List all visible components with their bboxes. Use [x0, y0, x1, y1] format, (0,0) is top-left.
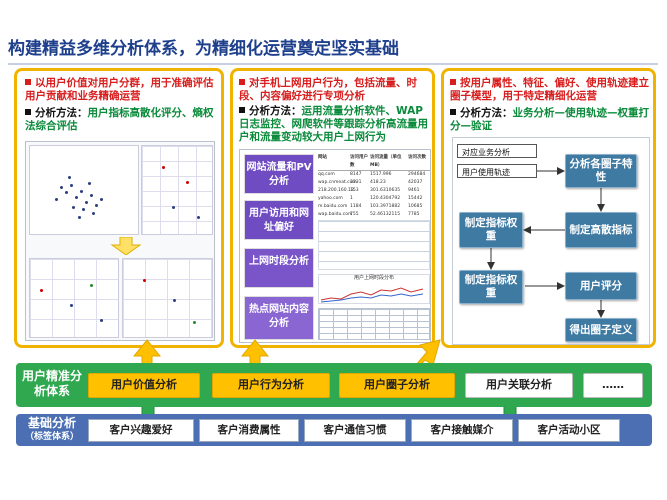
- table-row: 218.200.160.13 153 301.6310635 9461: [318, 188, 420, 193]
- table-row: m.baidu.com 1184 103.3971882 10685: [318, 204, 423, 209]
- fine-analysis-label: 用户精准分析体系: [22, 369, 83, 398]
- flow-usage-track: 用户使用轨迹: [457, 164, 537, 178]
- table-row: wap.baidu.com 755 52.46132115 7785: [318, 212, 420, 217]
- site-traffic-table: 网站 访问用户数 访问流量（单位MB） 访问次数 qq.com 8147 151…: [318, 154, 430, 217]
- title-divider: [8, 63, 658, 65]
- tag-interests[interactable]: 客户兴趣爱好: [88, 419, 194, 442]
- flow-business-analysis: 对应业务分析: [457, 144, 537, 158]
- bullet-square-icon: [450, 109, 456, 115]
- user-value-analysis-button[interactable]: 用户价值分析: [88, 373, 200, 398]
- arrow-icon: [110, 237, 142, 255]
- chart-title: 用户上网时段分布: [353, 275, 394, 281]
- tag-consumption-attributes[interactable]: 客户消费属性: [199, 419, 299, 442]
- flow-set-weights-2: 制定指标权重: [459, 270, 523, 304]
- panel3-point1: 按用户属性、特征、偏好、使用轨迹建立圈子模型，用于特定精细化运营: [450, 77, 649, 102]
- tag-app-url-preference: 用户访用和网址偏好: [244, 200, 314, 240]
- time-distribution-chart: 用户上网时段分布: [318, 274, 430, 304]
- panel2-method: 分析方法：运用流量分析软件、WAP日志监控、网爬软件等跟踪分析高流量用户和流量变…: [239, 105, 428, 143]
- panel1-point1: 以用户价值对用户分群，用于准确评估用户贡献和业务精确运营: [25, 77, 214, 102]
- bullet-square-icon: [239, 107, 245, 113]
- tag-time-period: 上网时段分析: [244, 248, 314, 288]
- page-title: 构建精益多维分析体系，为精细化运营奠定坚实基础: [8, 39, 399, 59]
- tag-hot-site-content: 热点网站内容分析: [244, 296, 314, 340]
- panel3-method: 分析方法：业务分析—使用轨迹—权重打分—验证: [450, 107, 649, 132]
- flow-circle-definition: 得出圈子定义: [565, 318, 637, 342]
- bullet-square-icon: [239, 79, 245, 85]
- user-association-analysis-button[interactable]: 用户关联分析: [465, 373, 573, 398]
- flow-analyze-circle-traits: 分析各圈子特性: [565, 154, 637, 188]
- table-row: wap.cnmeat.com 3331 418.23 42037: [318, 180, 423, 185]
- table-row: yahoo.com 1 120.4304792 15442: [318, 196, 423, 201]
- tag-traffic-pv: 网站流量和PV分析: [244, 154, 314, 194]
- fine-analysis-band: 用户精准分析体系 用户价值分析 用户行为分析 用户圈子分析 用户关联分析 ……: [16, 363, 652, 407]
- line-chart-thumbnail: [320, 287, 424, 303]
- tag-contact-media[interactable]: 客户接触媒介: [411, 419, 513, 442]
- tag-activity-area[interactable]: 客户活动小区: [518, 419, 620, 442]
- panel1-analysis-screenshot: [25, 141, 215, 341]
- user-circle-analysis-button[interactable]: 用户圈子分析: [339, 373, 455, 398]
- panel1-method: 分析方法：用户指标高散化评分、熵权法综合评估: [25, 107, 214, 132]
- url-preference-thumbnail: [318, 220, 430, 270]
- grid-matrix-thumbnail-left: [29, 258, 119, 338]
- hot-content-table-thumbnail: [318, 308, 430, 340]
- scatter-plot-thumbnail: [29, 145, 139, 235]
- base-analysis-band: 基础分析 （标签体系） 客户兴趣爱好 客户消费属性 客户通信习惯 客户接触媒介 …: [16, 414, 652, 446]
- base-analysis-label: 基础分析 （标签体系）: [24, 416, 79, 442]
- bullet-square-icon: [25, 109, 31, 115]
- user-behavior-analysis-button[interactable]: 用户行为分析: [212, 373, 330, 398]
- panel-user-value: 以用户价值对用户分群，用于准确评估用户贡献和业务精确运营 分析方法：用户指标高散…: [14, 68, 224, 348]
- bullet-square-icon: [25, 79, 31, 85]
- table-row: qq.com 8147 1517.996 294684: [318, 172, 426, 177]
- circle-model-flowchart: 对应业务分析 用户使用轨迹 分析各圈子特性 制定指标权重 制定高散指标 制定指标…: [452, 137, 650, 345]
- tag-communication-habits[interactable]: 客户通信习惯: [304, 419, 406, 442]
- more-analysis-button[interactable]: ……: [583, 373, 643, 398]
- flow-set-discrete-metrics: 制定高散指标: [565, 212, 637, 248]
- grid-chart-thumbnail: [141, 145, 213, 235]
- flow-connectors: [487, 167, 605, 318]
- panel-user-behavior: 对手机上网用户行为，包括流量、时段、内容偏好进行专项分析 分析方法：运用流量分析…: [230, 68, 435, 348]
- flow-set-weights-1: 制定指标权重: [459, 212, 523, 248]
- bullet-square-icon: [450, 79, 456, 85]
- grid-matrix-thumbnail-right: [122, 258, 213, 338]
- panel2-point1: 对手机上网用户行为，包括流量、时段、内容偏好进行专项分析: [239, 77, 417, 102]
- flow-user-scoring: 用户评分: [565, 272, 637, 300]
- panel2-analysis-screenshot: 网站流量和PV分析 用户访用和网址偏好 上网时段分析 热点网站内容分析 网站 访…: [239, 149, 431, 343]
- panel-user-circle: 按用户属性、特征、偏好、使用轨迹建立圈子模型，用于特定精细化运营 分析方法：业务…: [441, 68, 656, 348]
